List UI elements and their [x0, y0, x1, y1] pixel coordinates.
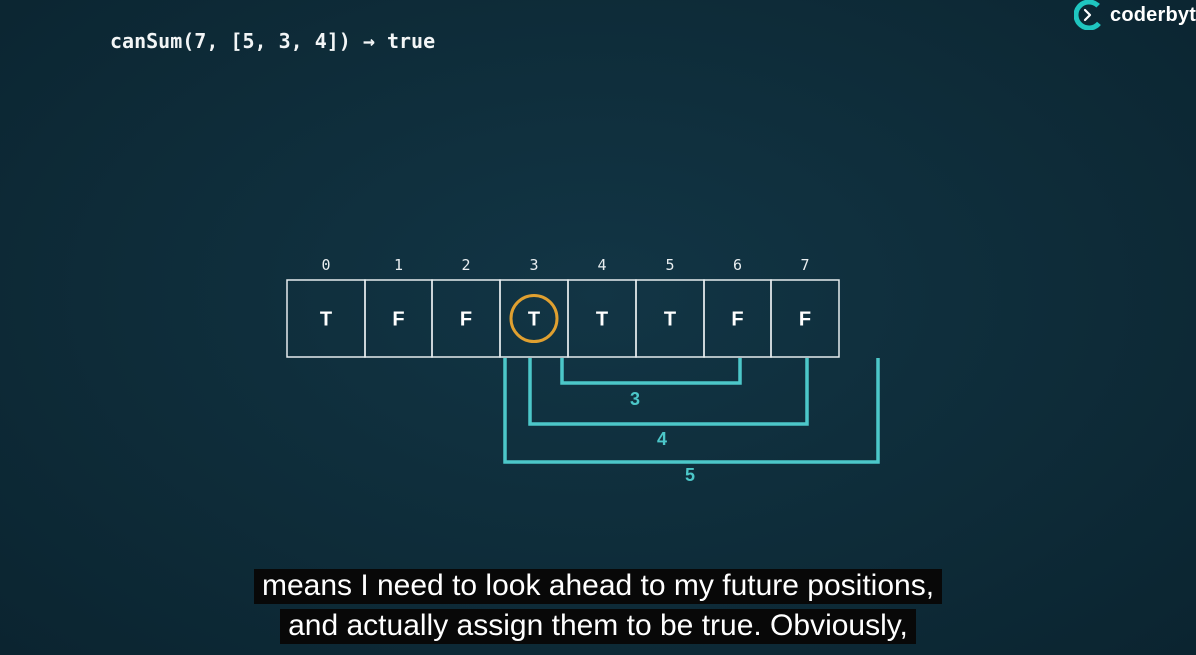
jump-brackets: 345	[503, 358, 880, 485]
cell-value: T	[596, 309, 608, 331]
subtitle-text-2: and actually assign them to be true. Obv…	[280, 609, 916, 644]
cell-value: F	[731, 309, 743, 331]
cell-value: T	[528, 309, 540, 331]
cell-value: T	[664, 309, 676, 331]
index-label: 7	[800, 256, 809, 274]
jump-bracket	[528, 358, 809, 426]
brand-watermark: coderbyte	[1074, 0, 1196, 30]
subtitle-line-2: and actually assign them to be true. Obv…	[0, 607, 1196, 645]
subtitle-line-1: means I need to look ahead to my future …	[0, 567, 1196, 605]
jump-bracket	[560, 358, 742, 385]
index-label: 6	[733, 256, 742, 274]
cell-value: T	[320, 309, 332, 331]
index-label: 1	[394, 256, 403, 274]
index-label: 3	[529, 256, 538, 274]
cell-value: F	[799, 309, 811, 331]
jump-bracket	[503, 358, 880, 464]
index-labels: 0 1 2 3 4 5 6 7	[321, 256, 809, 274]
subtitle-text-1: means I need to look ahead to my future …	[253, 569, 943, 604]
table-cell	[770, 279, 840, 358]
jump-label: 5	[685, 465, 695, 485]
jump-label: 3	[630, 389, 640, 409]
brand-name: coderbyte	[1110, 3, 1196, 26]
function-call-title: canSum(7, [5, 3, 4]) → true	[110, 29, 436, 53]
index-label: 2	[461, 256, 470, 274]
coderbyte-logo-icon	[1074, 0, 1104, 30]
cell-value: F	[392, 309, 404, 331]
jump-label: 4	[657, 429, 667, 449]
index-label: 5	[665, 256, 674, 274]
index-label: 0	[321, 256, 330, 274]
current-position-highlight	[509, 294, 559, 343]
cell-value: F	[460, 309, 472, 331]
index-label: 4	[597, 256, 606, 274]
